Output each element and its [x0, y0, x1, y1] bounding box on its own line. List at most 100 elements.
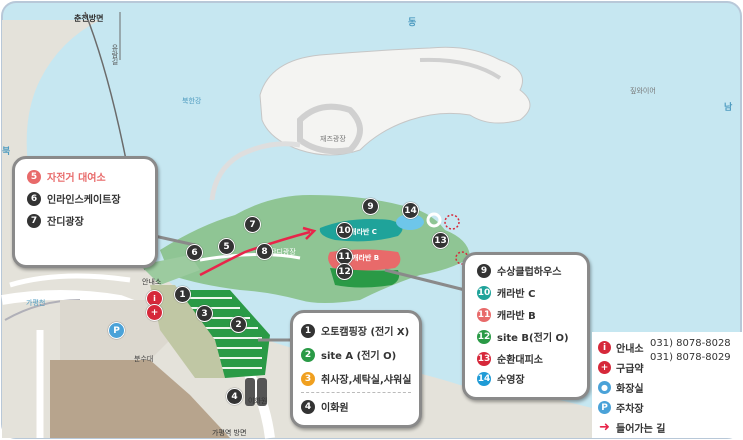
badge-7: 7: [27, 213, 41, 228]
marker-14[interactable]: 14: [402, 202, 419, 219]
marker-4[interactable]: 4: [226, 388, 243, 405]
label-grass-plaza: 잔디광장: [270, 248, 296, 256]
callout-label-5: 자전거 대여소: [47, 173, 106, 184]
legend-entry: ➜ 들어가는 길: [598, 420, 665, 435]
callout-label-3: 취사장,세탁실,샤워실: [321, 375, 412, 386]
legend-info-icon: i: [598, 341, 611, 354]
road-side: [9, 273, 131, 288]
legend-phone-2: 031) 8078-8029: [650, 352, 731, 363]
callout-bike-area: 5 자전거 대여소 6 인라인스케이트장 7 잔디광장: [12, 156, 158, 268]
callout-label-12: site B(전기 O): [497, 333, 569, 344]
badge-5: 5: [27, 169, 41, 184]
marker-1[interactable]: 1: [174, 286, 191, 303]
legend-first-aid-label: 구급약: [616, 364, 644, 375]
label-jazz-plaza: 재즈광장: [320, 135, 346, 143]
label-info-center: 안내소: [142, 278, 162, 286]
entry-route: [199, 230, 311, 277]
legend-entry-label: 들어가는 길: [616, 424, 666, 435]
callout-label-4: 이화원: [321, 403, 349, 414]
legend-first-aid: + 구급약: [598, 360, 644, 375]
parking-icon: P: [108, 322, 125, 339]
callout-item-13: 13 순환대피소: [477, 351, 543, 366]
callout-divider: [301, 392, 411, 393]
marker-7[interactable]: 7: [244, 216, 261, 233]
marker-3[interactable]: 3: [196, 305, 213, 322]
callout-label-2: site A (전기 O): [321, 351, 397, 362]
label-flower-garden: 이화원: [248, 397, 268, 405]
callout-item-10: 10 캐라반 C: [477, 285, 535, 300]
legend-panel: i 안내소 031) 8078-8028 031) 8078-8029 + 구급…: [592, 332, 742, 438]
label-fountain: 분수대: [134, 355, 154, 363]
callout-item-11: 11 캐라반 B: [477, 307, 536, 322]
island-path: [199, 252, 301, 262]
legend-phone-1: 031) 8078-8028: [650, 338, 731, 349]
legend-parking: P 주차장: [598, 400, 644, 415]
marker-2[interactable]: 2: [230, 316, 247, 333]
autocamp-area: [150, 285, 225, 378]
badge-12: 12: [477, 329, 491, 344]
marker-5[interactable]: 5: [218, 238, 235, 255]
badge-9: 9: [477, 263, 491, 278]
label-chuncheon-direction: 춘천방면: [74, 14, 104, 23]
label-cabin-b: 캐라반 B: [352, 254, 380, 262]
label-zipline: 짚와이어: [630, 87, 656, 95]
badge-6: 6: [27, 191, 41, 206]
bridge-north: [209, 141, 301, 201]
badge-2: 2: [301, 347, 315, 362]
callout-label-10: 캐라반 C: [497, 289, 536, 300]
callout-camping-area: 1 오토캠핑장 (전기 X) 2 site A (전기 O) 3 취사장,세탁실…: [290, 310, 422, 428]
swimming-pool: [396, 214, 424, 230]
badge-11: 11: [477, 307, 491, 322]
legend-restroom-label: 화장실: [616, 384, 644, 395]
legend-first-aid-icon: +: [598, 361, 611, 374]
legend-restroom-icon: ●: [598, 381, 611, 394]
legend-parking-icon: P: [598, 401, 611, 414]
callout-label-6: 인라인스케이트장: [47, 195, 121, 206]
badge-3: 3: [301, 371, 315, 386]
label-yuramgil: 유람길: [111, 44, 119, 65]
callout-item-14: 14 수영장: [477, 371, 525, 386]
legend-arrow-icon: ➜: [599, 420, 610, 435]
north-island: [259, 46, 531, 156]
marker-9[interactable]: 9: [362, 198, 379, 215]
marker-6[interactable]: 6: [186, 244, 203, 261]
callout-pointer-right: [384, 268, 466, 292]
legend-info-label: 안내소: [616, 344, 644, 355]
callout-item-2: 2 site A (전기 O): [301, 347, 396, 362]
callout-label-14: 수영장: [497, 375, 525, 386]
label-south: 남: [724, 103, 733, 113]
badge-4: 4: [301, 399, 315, 414]
callout-item-6: 6 인라인스케이트장: [27, 191, 121, 206]
callout-item-12: 12 site B(전기 O): [477, 329, 569, 344]
marker-13[interactable]: 13: [432, 232, 449, 249]
first-aid-icon: +: [146, 304, 163, 321]
north-island-road: [419, 57, 502, 80]
entry-route-arrowhead: [302, 226, 317, 240]
callout-label-7: 잔디광장: [47, 217, 84, 228]
callout-cabin-area: 9 수상클럽하우스 10 캐라반 C 11 캐라반 B 12 site B(전기…: [462, 252, 590, 400]
callout-label-11: 캐라반 B: [497, 311, 536, 322]
farmland: [50, 360, 230, 438]
badge-10: 10: [477, 285, 491, 300]
legend-info: i 안내소: [598, 340, 644, 355]
callout-item-9: 9 수상클럽하우스: [477, 263, 561, 278]
callout-label-1: 오토캠핑장 (전기 X): [321, 327, 410, 338]
flower-garden-building: [245, 378, 267, 406]
callout-item-1: 1 오토캠핑장 (전기 X): [301, 323, 409, 338]
label-bukhangang: 북한강: [182, 97, 202, 105]
callout-item-4: 4 이화원: [301, 399, 349, 414]
marker-10[interactable]: 10: [336, 222, 353, 239]
marker-8[interactable]: 8: [256, 243, 273, 260]
label-cabin-c: 캐라반 C: [350, 228, 377, 236]
badge-14: 14: [477, 371, 491, 386]
north-island-path: [297, 103, 363, 155]
legend-restroom: ● 화장실: [598, 380, 644, 395]
callout-label-13: 순환대피소: [497, 355, 543, 366]
roundabout: [426, 212, 442, 228]
marker-12[interactable]: 12: [336, 263, 353, 280]
callout-item-5: 5 자전거 대여소: [27, 169, 106, 184]
label-north-partial: 북: [2, 147, 11, 157]
callout-item-7: 7 잔디광장: [27, 213, 84, 228]
label-gapyeong-station-direction: 가평역 방면: [212, 429, 247, 437]
badge-13: 13: [477, 351, 491, 366]
